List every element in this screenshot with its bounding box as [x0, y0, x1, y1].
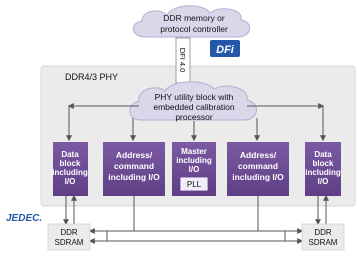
- sdram-left-line2: SDRAM: [55, 238, 84, 247]
- block-label: command: [238, 161, 278, 171]
- block-label: including I/O: [108, 172, 160, 182]
- block-label: Data: [314, 150, 332, 159]
- controller-label-line2: protocol controller: [160, 24, 228, 34]
- jedec-logo-text: JEDEC.: [6, 213, 42, 224]
- utility-label-line1: PHY utility block with: [155, 92, 234, 102]
- sdram-left-line1: DDR: [60, 228, 78, 237]
- block-label: Data: [61, 150, 79, 159]
- data-block-left: Data block including I/O: [52, 142, 88, 196]
- controller-label-line1: DDR memory or: [163, 13, 225, 23]
- block-label: I/O: [318, 177, 329, 186]
- block-label: command: [114, 161, 154, 171]
- block-label: Address/: [240, 150, 277, 160]
- dfi-logo-text: DFi: [216, 44, 235, 56]
- sdram-right-line1: DDR: [314, 228, 332, 237]
- sdram-left: DDR SDRAM: [47, 223, 91, 251]
- block-label: including: [52, 168, 88, 177]
- sdram-right-line2: SDRAM: [309, 238, 338, 247]
- utility-label-line3: processor: [175, 112, 212, 122]
- jedec-logo: JEDEC.: [6, 213, 42, 224]
- block-label: including: [176, 156, 212, 165]
- utility-label-line2: embedded calibration: [153, 102, 235, 112]
- pll-box: PLL: [179, 176, 209, 192]
- block-label: block: [60, 159, 81, 168]
- block-label: I/O: [65, 177, 76, 186]
- dfi-interface-label: DFI 4.0: [178, 48, 187, 73]
- block-label: including I/O: [232, 172, 284, 182]
- block-label: Address/: [116, 150, 153, 160]
- dfi-logo: DFi: [210, 40, 240, 57]
- pll-label: PLL: [187, 180, 202, 189]
- dfi-interface-bar: DFI 4.0: [175, 37, 191, 84]
- sdram-right: DDR SDRAM: [301, 223, 345, 251]
- utility-connections: [66, 103, 326, 142]
- master-block: Master including I/O PLL: [172, 142, 216, 196]
- block-label: I/O: [189, 165, 200, 174]
- block-label: block: [313, 159, 334, 168]
- data-block-right: Data block including I/O: [305, 142, 341, 196]
- utility-cloud: PHY utility block with embedded calibrat…: [129, 81, 257, 122]
- address-command-block-right: Address/ command including I/O: [227, 142, 289, 196]
- address-command-block-left: Address/ command including I/O: [103, 142, 165, 196]
- memory-bus: [63, 194, 329, 244]
- phy-title: DDR4/3 PHY: [65, 72, 118, 82]
- controller-cloud: DDR memory or protocol controller: [132, 5, 251, 38]
- block-label: including: [305, 168, 341, 177]
- block-label: Master: [181, 147, 207, 156]
